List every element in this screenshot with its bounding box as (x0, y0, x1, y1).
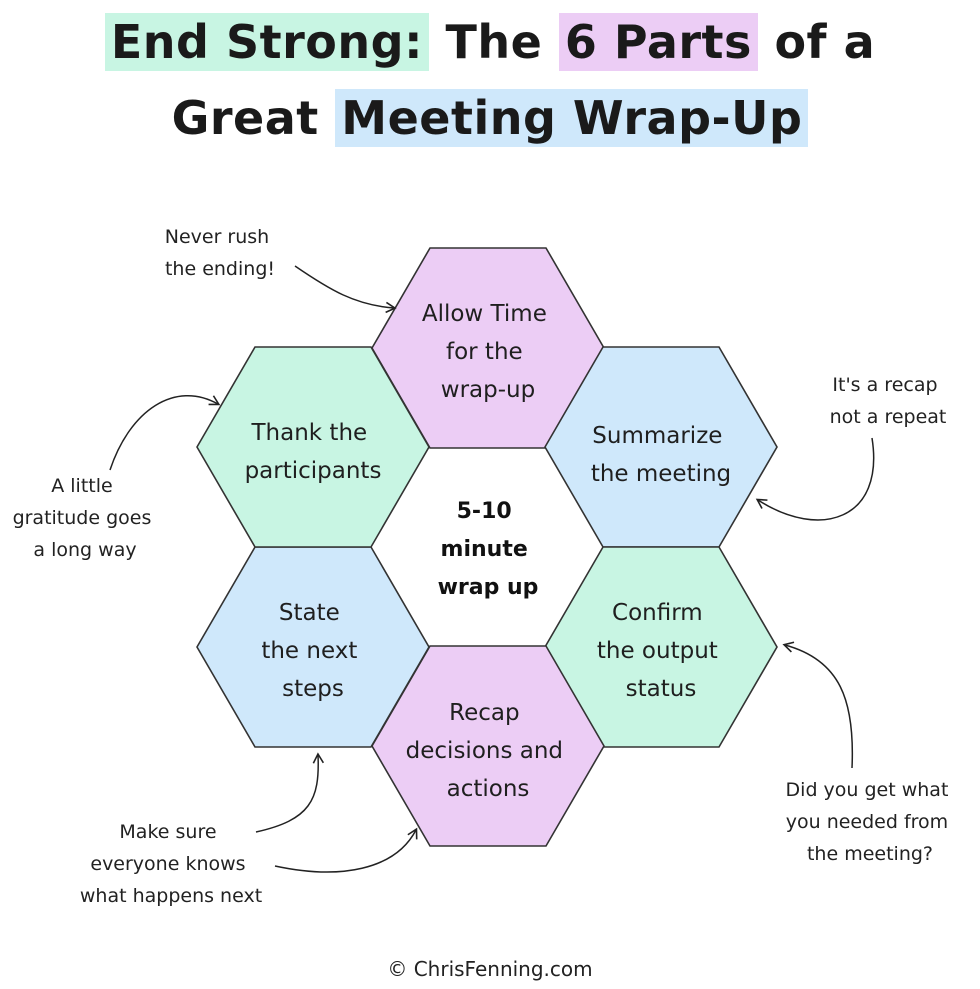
arrow-recap-not-repeat (755, 437, 875, 521)
hexagon-layer (196, 247, 778, 847)
hexagon-label-next-steps: State the next steps (261, 600, 364, 702)
title-word-of-a: of a (774, 15, 876, 69)
hexagon-label-allow-time: Allow Time for the wrap-up (422, 301, 554, 403)
title-line-2: Great Meeting Wrap-Up (0, 88, 980, 148)
note-gratitude: A little gratitude goes a long way (13, 475, 158, 561)
hexagon-label-summarize: Summarize the meeting (591, 423, 731, 487)
title-highlight-6-parts: 6 Parts (558, 13, 758, 71)
note-make-sure: Make sure everyone knows what happens ne… (80, 821, 262, 907)
arrow-make-sure-steps (255, 752, 325, 833)
footer-copyright: © ChrisFenning.com (387, 957, 593, 981)
note-recap-not-repeat: It's a recap not a repeat (830, 374, 947, 428)
hexagon-recap (371, 645, 605, 847)
arrow-never-rush (294, 265, 397, 314)
center-label: 5-10 minute wrap up (438, 499, 539, 600)
hexagon-label-confirm: Confirm the output status (597, 600, 725, 702)
title-word-great: Great (171, 91, 319, 145)
hexagon-label-thank: Thank the participants (245, 420, 382, 484)
title-line-1: End Strong: The 6 Parts of a (0, 12, 980, 72)
note-did-you-get: Did you get what you needed from the mee… (786, 779, 955, 865)
hexagon-label-recap: Recap decisions and actions (406, 700, 571, 802)
note-never-rush: Never rush the ending! (165, 226, 276, 280)
title-highlight-end-strong: End Strong: (104, 13, 429, 71)
arrow-did-you-get (782, 641, 854, 769)
arrow-make-sure-recap (274, 827, 418, 873)
title-highlight-meeting-wrap-up: Meeting Wrap-Up (335, 89, 809, 147)
title-word-the: The (445, 15, 543, 69)
hexagon-thank (196, 346, 430, 548)
arrow-gratitude (109, 394, 221, 471)
